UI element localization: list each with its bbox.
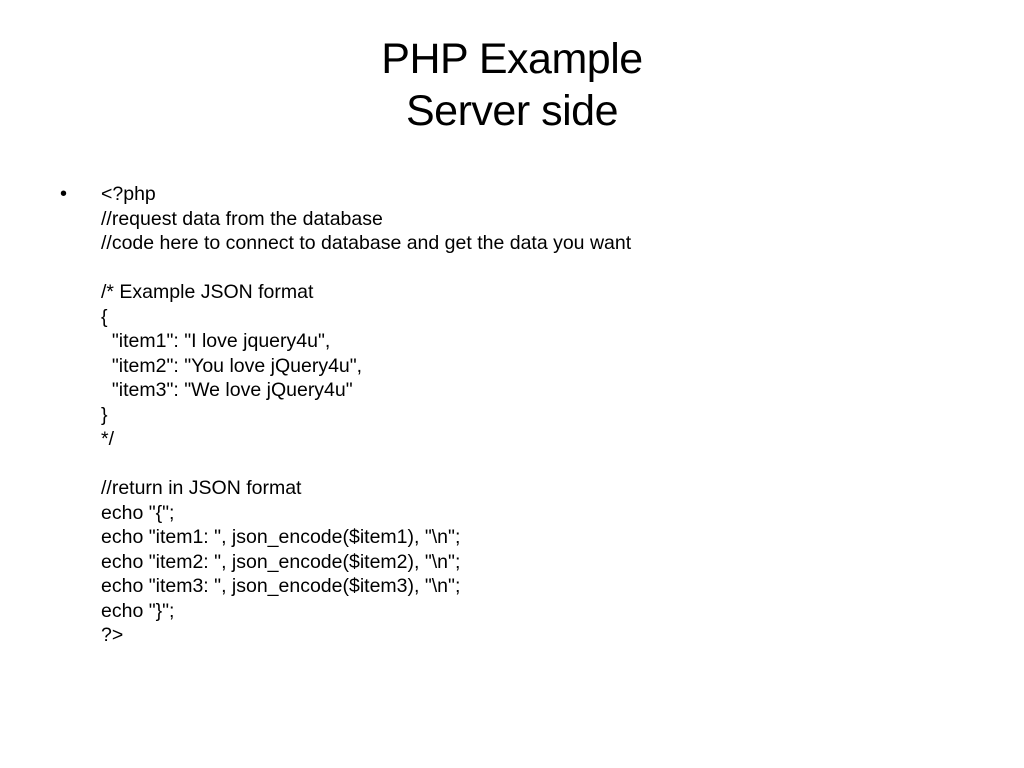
code-line: echo "item2: ", json_encode($item2), "\n…	[101, 550, 461, 573]
code-line: "item3": "We love jQuery4u"	[101, 379, 353, 401]
title-line-1: PHP Example	[381, 35, 643, 83]
code-line: echo "item1: ", json_encode($item1), "\n…	[101, 526, 461, 548]
code-block: <?php //request data from the database /…	[101, 182, 980, 648]
code-line: "item2": "You love jQuery4u",	[101, 354, 363, 377]
code-line: ?>	[101, 624, 124, 646]
code-line: //code here to connect to database and g…	[101, 232, 632, 254]
code-line: "item1": "I love jquery4u",	[101, 330, 331, 352]
slide-content: • <?php //request data from the database…	[60, 182, 980, 648]
code-line: {	[101, 305, 108, 328]
code-line: //return in JSON format	[101, 477, 302, 499]
code-line: */	[101, 428, 115, 450]
title-line-2: Server side	[406, 87, 618, 135]
code-line: echo "{";	[101, 501, 175, 524]
bullet-icon: •	[60, 183, 68, 205]
code-line: echo "item3: ", json_encode($item3), "\n…	[101, 575, 461, 597]
code-line: //request data from the database	[101, 207, 383, 230]
slide-title: PHP Example Server side	[0, 33, 1024, 137]
code-line	[101, 256, 980, 281]
code-line: echo "}";	[101, 599, 175, 622]
code-line: }	[101, 403, 108, 426]
bullet-item: • <?php //request data from the database…	[60, 182, 980, 648]
code-line: /* Example JSON format	[101, 281, 314, 303]
code-line: <?php	[101, 183, 156, 205]
code-line	[101, 452, 980, 477]
